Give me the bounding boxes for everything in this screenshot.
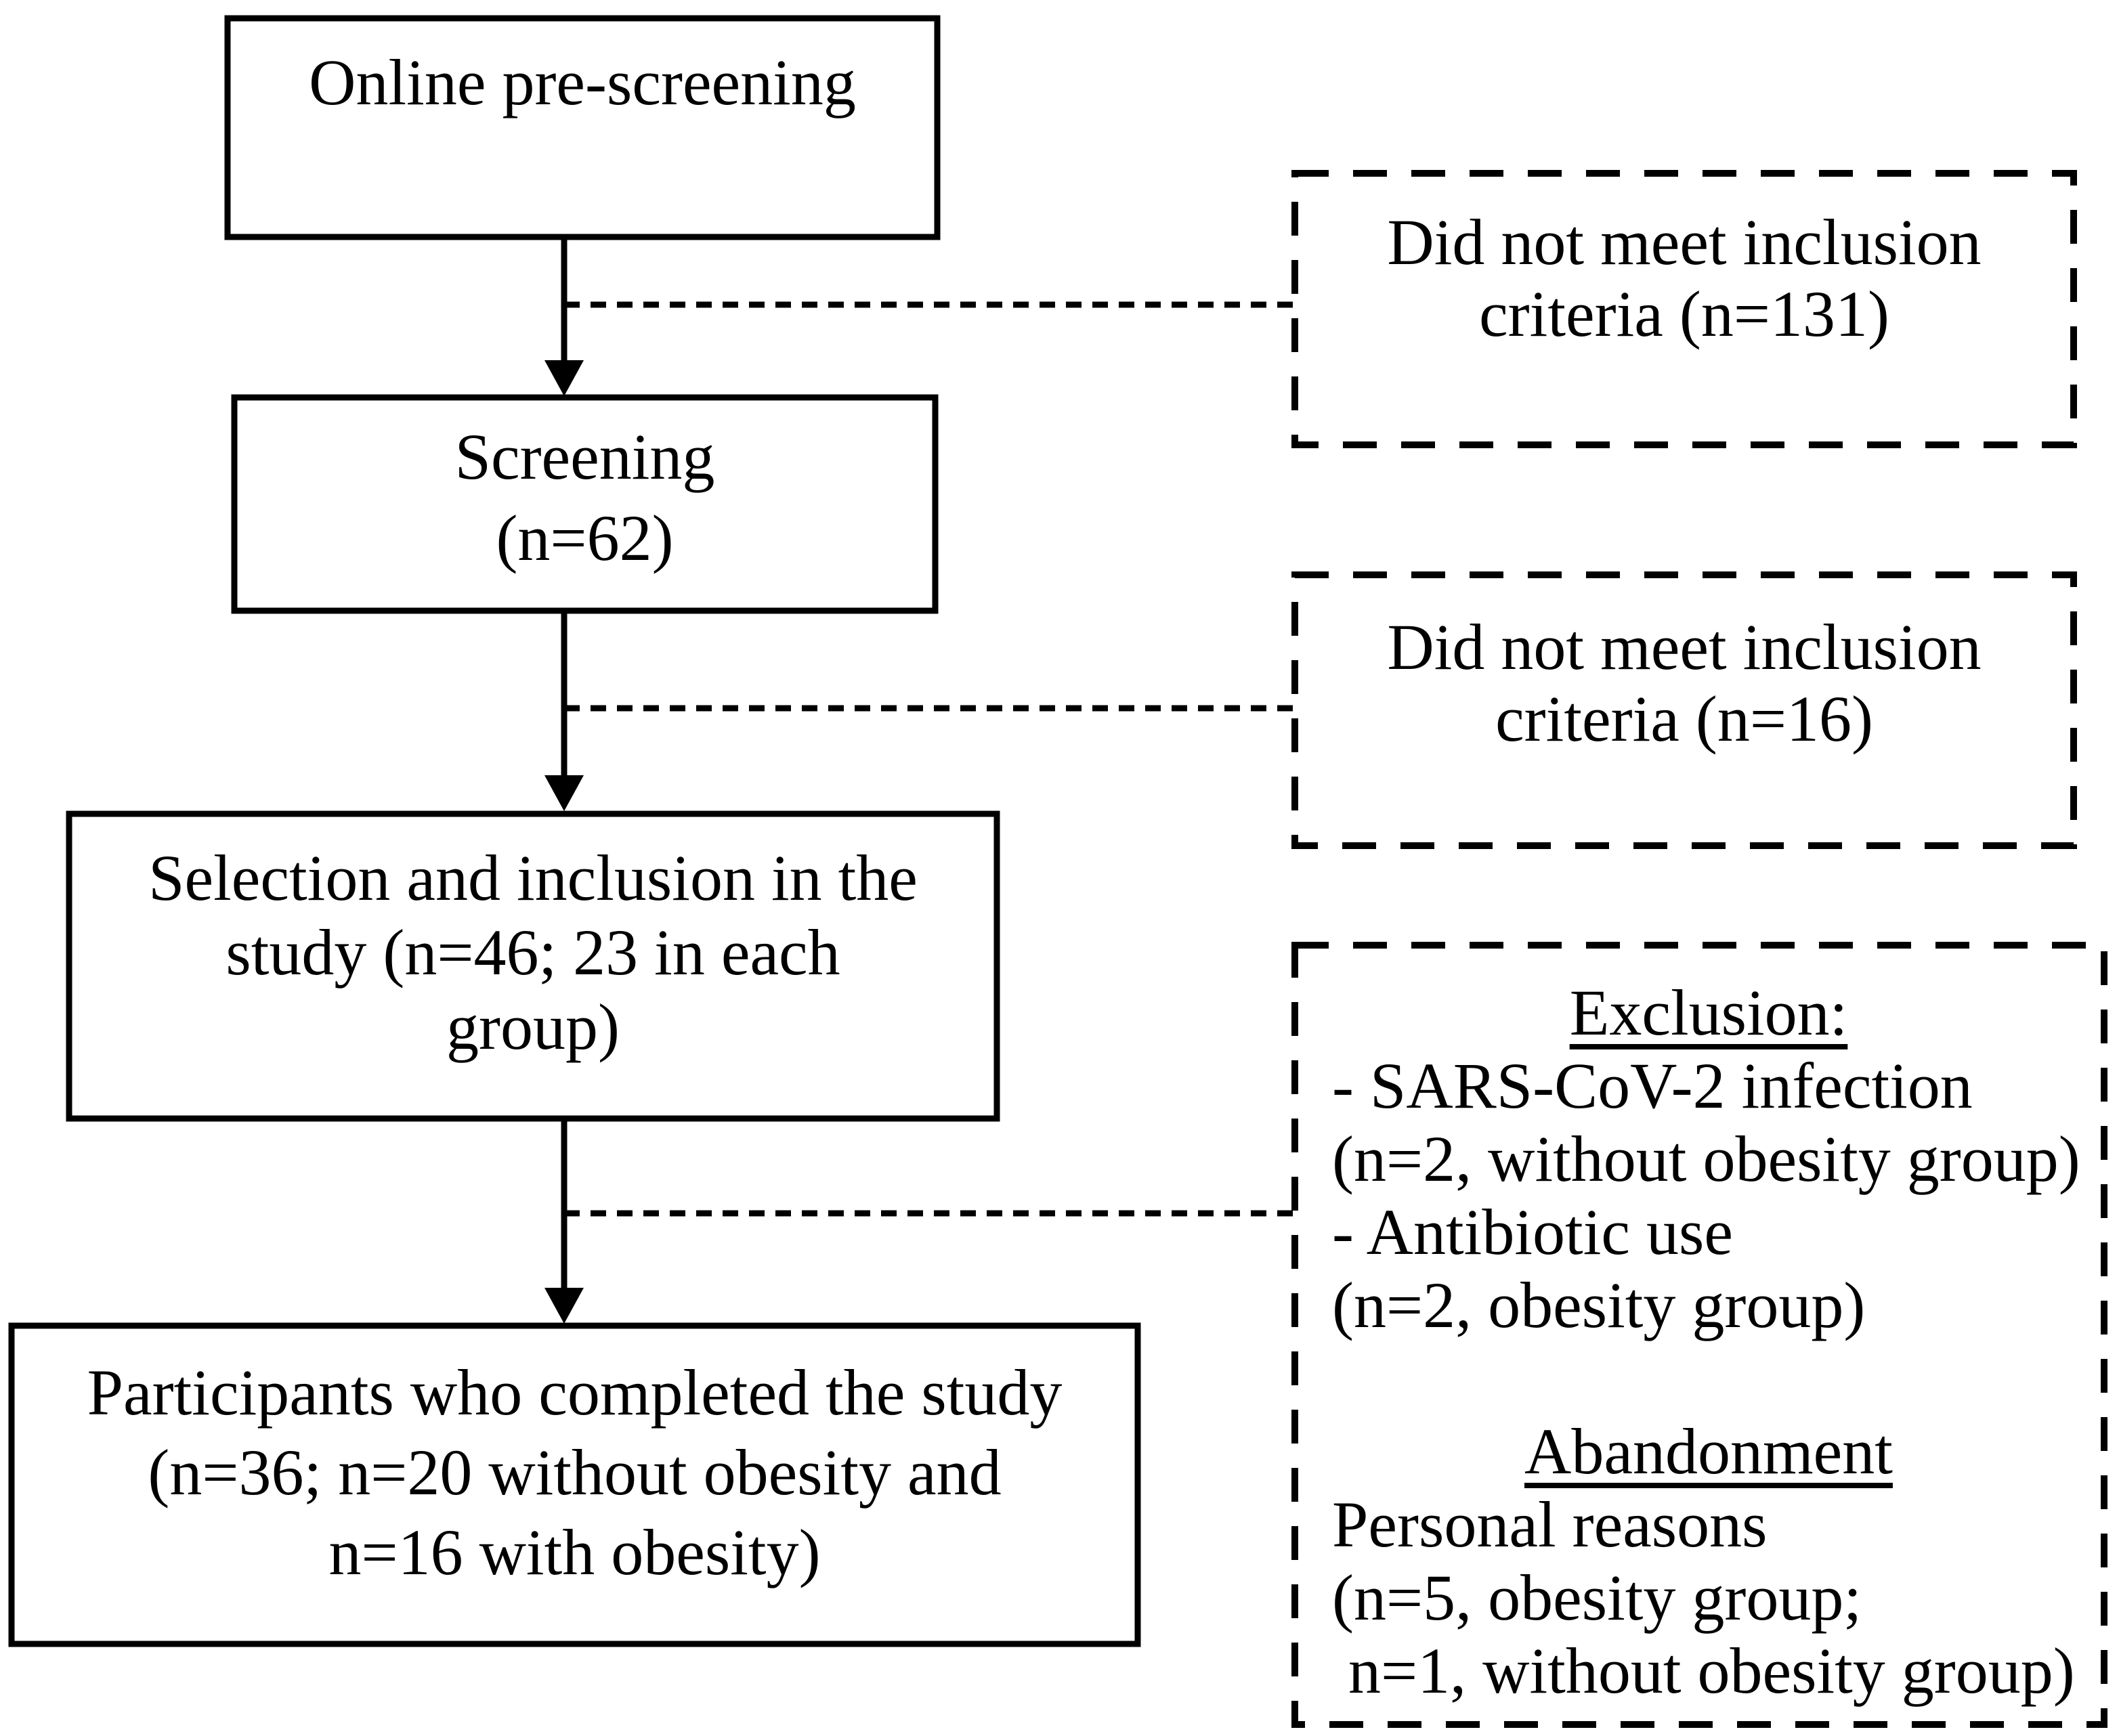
box-text-line: Did not meet inclusion [1387, 206, 1982, 278]
abandonment-header: Abandonment [1332, 1415, 2085, 1488]
box-screening: Screening (n=62) [234, 397, 935, 611]
abandonment-item: Personal reasons [1332, 1488, 1768, 1561]
box-text-line: n=16 with obesity) [328, 1516, 821, 1588]
box-text-line: criteria (n=131) [1479, 278, 1889, 350]
box-text-line: Selection and inclusion in the [148, 842, 918, 914]
box-text-line: study (n=46; 23 in each [226, 916, 840, 989]
box-text-line: (n=36; n=20 without obesity and [148, 1436, 1002, 1509]
box-not-included-1: Did not meet inclusion criteria (n=131) [1295, 173, 2074, 445]
arrow-pre-screening-to-screening [544, 237, 584, 396]
box-text-line: Online pre-screening [309, 46, 856, 118]
exclusion-item: (n=2, without obesity group) [1332, 1123, 2080, 1195]
box-text-line: Screening [454, 420, 715, 493]
blank-line [1332, 1342, 2085, 1415]
box-online-pre-screening-border [224, 15, 941, 240]
box-online-pre-screening: Online pre-screening [228, 18, 937, 237]
box-selection-border [66, 810, 1000, 1122]
arrow-screening-to-selection [544, 611, 584, 811]
box-selection: Selection and inclusion in the study (n=… [69, 814, 997, 1119]
exclusion-item: (n=2, obesity group) [1332, 1269, 1866, 1341]
arrow-selection-to-completed [544, 1119, 584, 1324]
box-completed: Participants who completed the study (n=… [12, 1326, 1138, 1644]
box-text-line: criteria (n=16) [1495, 682, 1873, 755]
exclusion-item: - Antibiotic use [1332, 1196, 1733, 1268]
box-text-line: (n=62) [496, 502, 674, 574]
abandonment-item: (n=5, obesity group; [1332, 1561, 1862, 1634]
box-text-line: Participants who completed the study [87, 1356, 1063, 1429]
box-screening-border [231, 394, 939, 614]
box-completed-border [8, 1322, 1141, 1647]
box-text-line: Did not meet inclusion [1387, 611, 1982, 683]
box-text-line: group) [446, 991, 620, 1063]
abandonment-header-text: Abandonment [1524, 1415, 1893, 1488]
exclusion-header: Exclusion: [1332, 976, 2085, 1049]
box-not-included-2: Did not meet inclusion criteria (n=16) [1295, 575, 2074, 846]
exclusion-item: - SARS-CoV-2 infection [1332, 1049, 1973, 1122]
exclusion-header-text: Exclusion: [1569, 976, 1848, 1049]
box-exclusion-abandonment: Exclusion: - SARS-CoV-2 infection (n=2, … [1295, 945, 2104, 1724]
box-exclusion-abandonment-border [1291, 942, 2107, 1728]
abandonment-item: n=1, without obesity group) [1332, 1634, 2075, 1707]
